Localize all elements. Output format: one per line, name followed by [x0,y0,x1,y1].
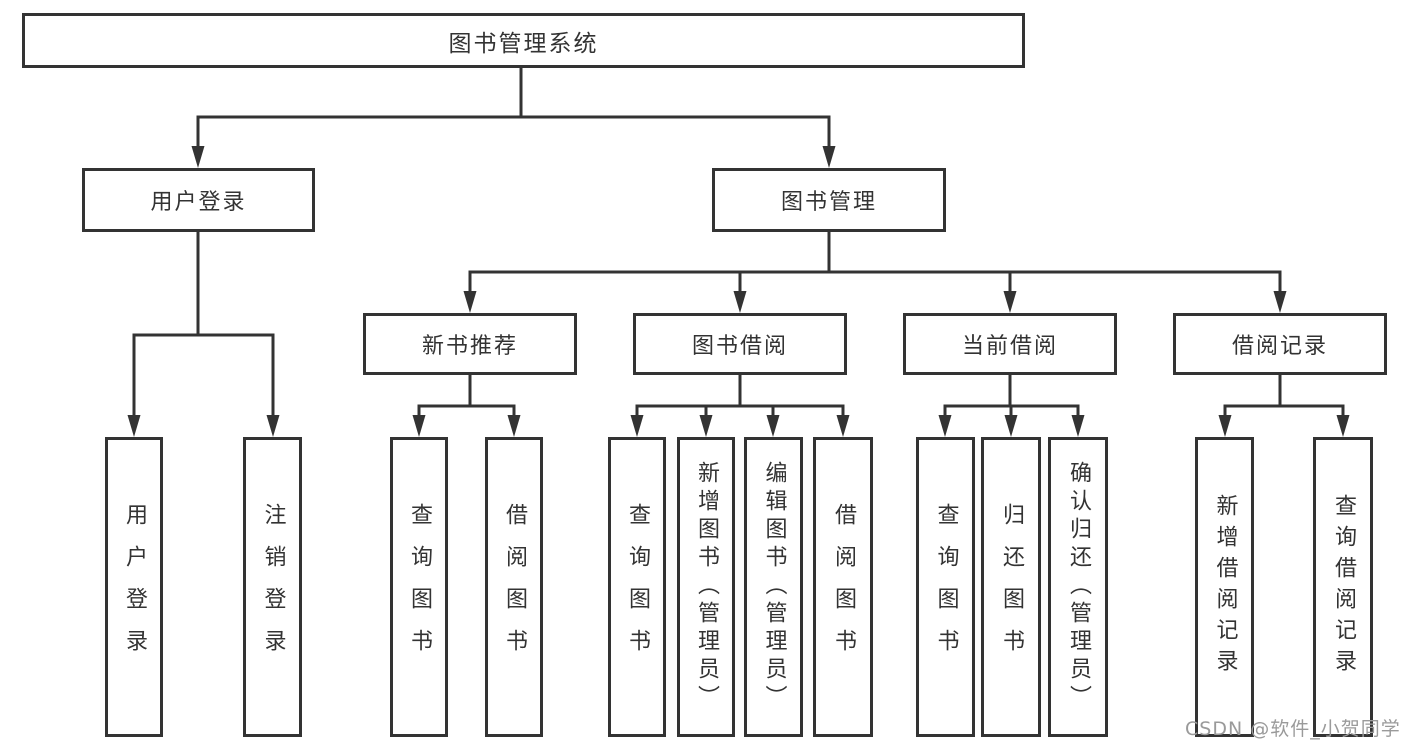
edge-bookmgmt-to-level3 [463,232,1287,313]
leaf-borrow-books-recommend: 借阅图书 [485,437,543,737]
leaf-borrow-books-label: 借阅图书 [831,503,856,671]
leaf-query-borrow-record: 查询借阅记录 [1313,437,1373,737]
leaf-query-books-recommend: 查询图书 [390,437,448,737]
edge-currentborrow-to-leaves [938,375,1085,437]
leaf-add-borrow-record: 新增借阅记录 [1195,437,1254,737]
node-system-root-label: 图书管理系统 [448,30,599,57]
node-system-root: 图书管理系统 [22,13,1025,68]
leaf-query-books-borrow-label: 查询图书 [625,503,650,671]
node-book-management-label: 图书管理 [780,190,877,215]
node-current-borrow-label: 当前借阅 [961,334,1058,359]
edge-records-to-leaves [1218,375,1350,437]
leaf-user-login: 用户登录 [105,437,163,737]
node-user-login-label: 用户登录 [150,190,247,215]
leaf-query-books-current: 查询图书 [916,437,975,737]
leaf-edit-books-admin-label: 编辑图书（管理员） [761,461,787,713]
leaf-logout-label: 注销登录 [260,503,286,671]
edge-bookborrow-to-leaves [630,375,850,437]
node-borrow-records: 借阅记录 [1173,313,1387,375]
node-book-borrow: 图书借阅 [633,313,847,375]
leaf-query-borrow-record-label: 查询借阅记录 [1331,494,1356,680]
leaf-borrow-books-recommend-label: 借阅图书 [502,503,527,671]
leaf-add-books-admin: 新增图书（管理员） [677,437,735,737]
leaf-add-books-admin-label: 新增图书（管理员） [694,461,719,713]
leaf-return-books: 归还图书 [981,437,1041,737]
edge-newbooks-to-leaves [412,375,521,437]
leaf-confirm-return-admin-label: 确认归还（管理员） [1066,461,1091,713]
leaf-user-login-label: 用户登录 [122,503,147,671]
node-borrow-records-label: 借阅记录 [1231,334,1328,359]
leaf-add-borrow-record-label: 新增借阅记录 [1212,494,1238,680]
node-current-borrow: 当前借阅 [903,313,1117,375]
edge-root-to-level2 [191,66,836,168]
leaf-query-books-current-label: 查询图书 [933,503,959,671]
node-new-book-recommend: 新书推荐 [363,313,577,375]
edge-userlogin-to-leaves [127,232,280,437]
leaf-borrow-books: 借阅图书 [813,437,873,737]
csdn-watermark: CSDN @软件_小贺同学 [1185,718,1401,740]
leaf-logout: 注销登录 [243,437,302,737]
leaf-return-books-label: 归还图书 [999,503,1024,671]
leaf-edit-books-admin: 编辑图书（管理员） [744,437,803,737]
node-user-login: 用户登录 [82,168,315,232]
leaf-confirm-return-admin: 确认归还（管理员） [1048,437,1108,737]
leaf-query-books-borrow: 查询图书 [608,437,666,737]
node-book-management: 图书管理 [712,168,946,232]
node-new-book-recommend-label: 新书推荐 [421,334,518,359]
leaf-query-books-recommend-label: 查询图书 [407,503,432,671]
node-book-borrow-label: 图书借阅 [691,334,788,359]
